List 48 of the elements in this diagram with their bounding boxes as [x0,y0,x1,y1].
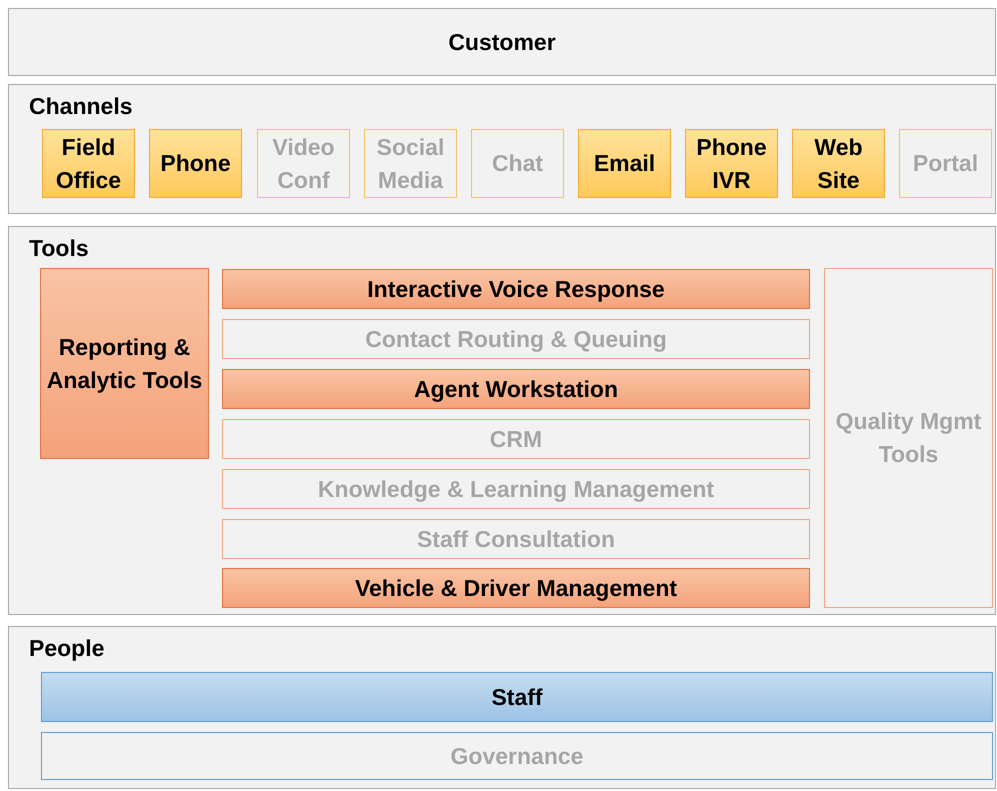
people-box [41,732,993,780]
box-label: Quality Mgmt Tools [834,407,982,469]
layer-heading: Channels [29,93,133,120]
channel-box [149,129,242,198]
box-label: Video Conf [271,132,336,194]
tool-box [222,519,810,559]
tool-box [222,419,810,459]
tool-box [824,268,993,608]
tool-box [222,568,810,608]
layer-heading: Tools [29,235,89,262]
channel-box [685,129,778,198]
box-label: Portal [912,149,978,178]
tool-box [222,369,810,409]
box-label: Phone IVR [695,132,768,194]
box-label: CRM [490,424,542,454]
box-label: Web Site [813,132,864,194]
box-label: Field Office [54,132,122,194]
tool-box [222,269,810,309]
layer-heading: People [29,635,104,662]
box-label: Reporting & Analytic Tools [46,332,204,395]
box-label: Interactive Voice Response [367,274,665,304]
layer-panel [8,226,996,615]
channel-box [257,129,350,198]
people-box [41,672,993,722]
box-label: Staff [491,682,543,712]
channel-box [364,129,457,198]
box-label: Email [594,149,656,178]
box-label: Phone [160,149,231,178]
box-label: Social Media [376,132,446,194]
layer-panel [8,8,996,76]
layer-panel [8,626,996,789]
box-label: Vehicle & Driver Management [354,574,678,603]
channel-box [899,129,992,198]
box-label: Governance [450,742,584,770]
channel-box [578,129,671,198]
box-label: Knowledge & Learning Management [318,474,714,504]
tool-box [222,319,810,359]
tool-box [222,469,810,509]
channel-box [471,129,564,198]
tool-box [40,268,209,459]
box-label: Agent Workstation [414,374,618,404]
box-label: Chat [492,149,544,178]
channel-box [792,129,885,198]
layer-heading: Customer [448,28,556,56]
box-label: Contact Routing & Queuing [365,324,667,354]
box-label: Staff Consultation [416,524,616,554]
channel-box [42,129,135,198]
layer-panel [8,84,996,214]
